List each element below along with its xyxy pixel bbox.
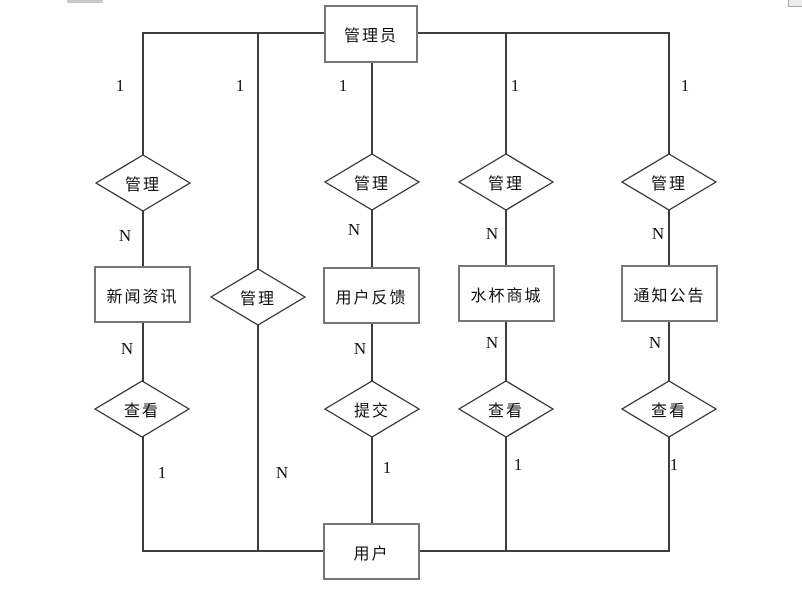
- relationship-view-news: 查看: [94, 380, 190, 438]
- cardinality-top-col2: 1: [235, 76, 245, 95]
- diamond-shape: [324, 380, 420, 438]
- relationship-manage-notice-label: 管理: [650, 174, 687, 193]
- relationship-view-news-label: 查看: [123, 401, 160, 420]
- relationship-view-notice-label: 查看: [650, 401, 687, 420]
- connector-bottom-left: [142, 550, 324, 552]
- relationship-view-mall: 查看: [458, 380, 554, 438]
- entity-mall: 水杯商城: [458, 265, 555, 322]
- entity-user: 用户: [323, 523, 420, 580]
- relationship-manage-mall-label: 管理: [487, 174, 524, 193]
- relationship-submit-feedback-label: 提交: [353, 401, 390, 420]
- relationship-manage-feedback-label: 管理: [353, 174, 390, 193]
- cardinality-upper-n-col3: N: [347, 220, 361, 239]
- cardinality-top-col5: 1: [680, 76, 690, 95]
- entity-news: 新闻资讯: [94, 266, 191, 323]
- top-left-artifact: [67, 0, 103, 3]
- relationship-view-notice: 查看: [621, 380, 717, 438]
- cardinality-bottom-col2: N: [275, 463, 289, 482]
- entity-notice: 通知公告: [621, 265, 718, 322]
- connector-bottom-right: [420, 550, 670, 552]
- entity-admin: 管理员: [324, 5, 418, 63]
- connector-top-right: [418, 32, 670, 34]
- cardinality-top-col4: 1: [510, 76, 520, 95]
- cardinality-mid-n-col3: N: [353, 339, 367, 358]
- entity-notice-label: 通知公告: [633, 285, 706, 305]
- diamond-shape: [621, 380, 717, 438]
- relationship-manage-notice: 管理: [621, 153, 717, 211]
- diamond-shape: [324, 153, 420, 211]
- relationship-manage-user: 管理: [210, 268, 306, 326]
- relationship-manage-news: 管理: [95, 154, 191, 212]
- cardinality-mid-n-col4: N: [485, 333, 499, 352]
- top-right-artifact: [788, 0, 802, 7]
- cardinality-bottom-col5: 1: [669, 455, 679, 474]
- cardinality-upper-n-col4: N: [485, 224, 499, 243]
- entity-news-label: 新闻资讯: [106, 286, 179, 306]
- relationship-submit-feedback: 提交: [324, 380, 420, 438]
- cardinality-bottom-col3: 1: [382, 458, 392, 477]
- cardinality-mid-n-col5: N: [648, 333, 662, 352]
- entity-mall-label: 水杯商城: [470, 285, 543, 305]
- entity-feedback: 用户反馈: [323, 267, 420, 324]
- relationship-manage-feedback: 管理: [324, 153, 420, 211]
- cardinality-mid-n-col1: N: [120, 339, 134, 358]
- cardinality-upper-n-col1: N: [118, 226, 132, 245]
- cardinality-top-col3: 1: [338, 76, 348, 95]
- cardinality-upper-n-col5: N: [651, 224, 665, 243]
- diamond-shape: [621, 153, 717, 211]
- diamond-shape: [210, 268, 306, 326]
- cardinality-top-col1: 1: [115, 76, 125, 95]
- entity-admin-label: 管理员: [343, 26, 398, 45]
- cardinality-bottom-col1: 1: [157, 463, 167, 482]
- cardinality-bottom-col4: 1: [513, 455, 523, 474]
- relationship-manage-user-label: 管理: [239, 289, 276, 308]
- diamond-shape: [458, 380, 554, 438]
- entity-user-label: 用户: [353, 543, 390, 563]
- relationship-view-mall-label: 查看: [487, 401, 524, 420]
- entity-feedback-label: 用户反馈: [335, 287, 408, 307]
- connector-top-left: [143, 32, 325, 34]
- diamond-shape: [95, 154, 191, 212]
- relationship-manage-news-label: 管理: [124, 175, 161, 194]
- relationship-manage-mall: 管理: [458, 153, 554, 211]
- diamond-shape: [458, 153, 554, 211]
- diamond-shape: [94, 380, 190, 438]
